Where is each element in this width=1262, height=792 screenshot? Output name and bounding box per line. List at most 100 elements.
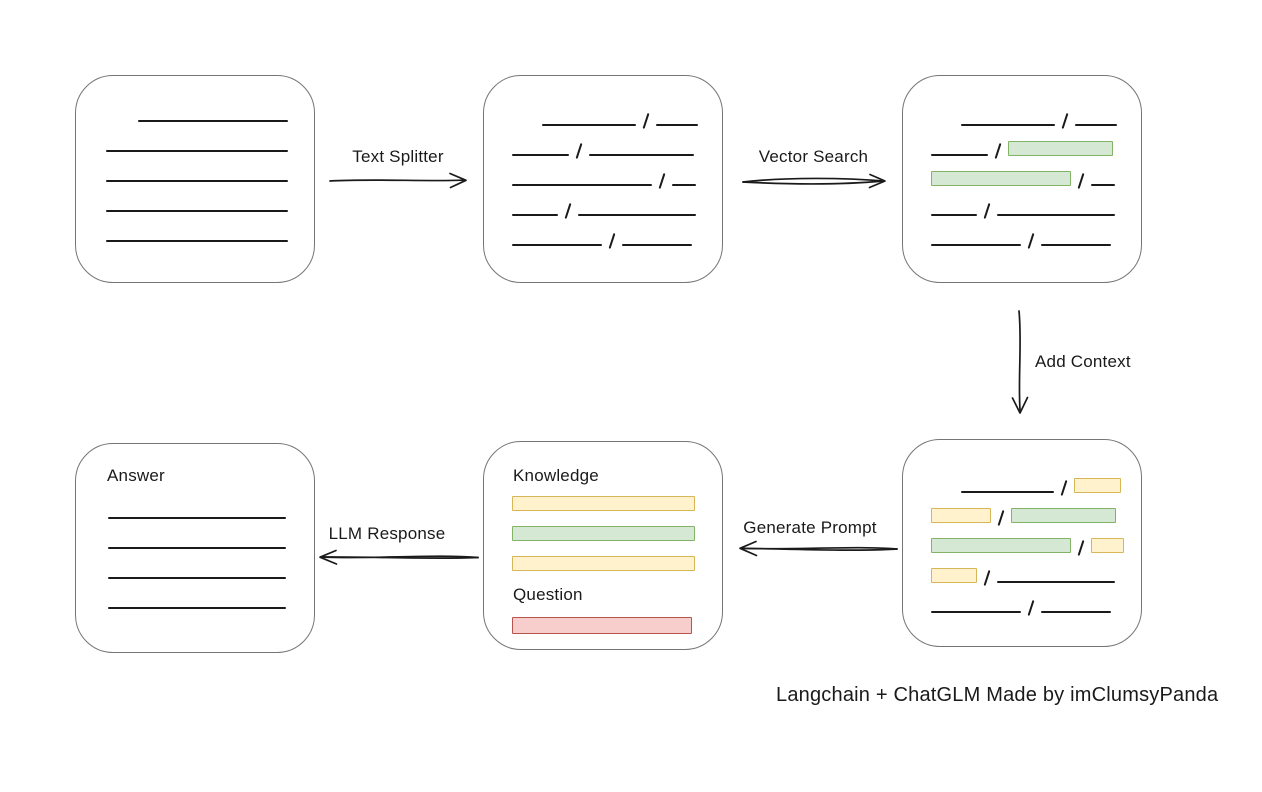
answer-label: Answer <box>107 466 165 485</box>
document-node <box>75 75 315 283</box>
text-line <box>961 124 1055 126</box>
green-highlight-chunk <box>1011 508 1117 523</box>
segment-row <box>512 511 722 541</box>
text-line <box>589 154 695 156</box>
slash-separator <box>1027 233 1035 249</box>
text-line <box>108 547 286 549</box>
llm-response-label: LLM Response <box>328 524 446 543</box>
text-splitter-arrow <box>329 172 467 189</box>
segment-row <box>931 126 1141 159</box>
yellow-highlight-chunk <box>1074 478 1122 493</box>
segment-row <box>108 489 314 519</box>
segment-row <box>512 126 722 159</box>
prompt-node: Knowledge Question <box>483 441 723 650</box>
text-line <box>578 214 697 216</box>
text-line <box>512 154 569 156</box>
text-line <box>138 120 288 122</box>
credit-caption: Langchain + ChatGLM Made by imClumsyPand… <box>776 684 1219 706</box>
vector-search-arrow <box>742 173 886 189</box>
text-line <box>997 214 1116 216</box>
text-line <box>931 611 1021 613</box>
text-splitter-label: Text Splitter <box>352 147 444 166</box>
segment-row <box>512 604 722 634</box>
text-line <box>108 607 286 609</box>
text-line <box>1091 184 1116 186</box>
document-lines <box>106 92 314 242</box>
green-highlight-chunk <box>1008 141 1114 156</box>
add-context-label: Add Context <box>1035 352 1131 371</box>
text-line <box>931 214 977 216</box>
segment-row <box>108 579 314 609</box>
knowledge-bars <box>512 481 722 571</box>
text-line <box>106 180 288 182</box>
context-chunk-lines <box>931 463 1141 616</box>
text-line <box>108 517 286 519</box>
text-line <box>106 240 288 242</box>
segment-row <box>512 541 722 571</box>
knowledge-label: Knowledge <box>513 466 599 485</box>
segment-row <box>108 549 314 579</box>
text-line <box>672 184 697 186</box>
segment-row <box>512 216 722 249</box>
segment-row <box>931 493 1141 526</box>
segment-row <box>512 156 722 189</box>
segment-row <box>106 182 314 212</box>
text-line <box>1041 244 1112 246</box>
text-line <box>997 581 1116 583</box>
slash-separator <box>608 233 616 249</box>
split-chunks-node <box>483 75 723 283</box>
text-line <box>542 124 636 126</box>
generate-prompt-label: Generate Prompt <box>743 518 877 537</box>
slash-separator <box>1027 600 1035 616</box>
segment-row <box>931 523 1141 556</box>
text-line <box>656 124 699 126</box>
segment-row <box>931 553 1141 586</box>
yellow-highlight-chunk <box>1091 538 1125 553</box>
add-context-arrow <box>1011 310 1029 414</box>
question-bar <box>512 604 722 634</box>
context-chunks-node <box>902 439 1142 647</box>
segment-row <box>512 186 722 219</box>
green-highlight-chunk <box>931 538 1071 553</box>
llm-response-arrow <box>319 549 479 565</box>
answer-lines <box>108 489 314 609</box>
segment-row <box>512 96 722 129</box>
text-line <box>961 491 1054 493</box>
question-label: Question <box>513 585 583 604</box>
text-line <box>1075 124 1118 126</box>
red-highlight-chunk <box>512 617 692 634</box>
text-line <box>106 150 288 152</box>
segment-row <box>931 96 1141 129</box>
vector-search-label: Vector Search <box>758 147 869 166</box>
generate-prompt-arrow <box>739 540 898 557</box>
segment-row <box>106 122 314 152</box>
segment-row <box>931 156 1141 189</box>
text-line <box>931 154 988 156</box>
text-line <box>512 184 652 186</box>
matched-chunk-lines <box>931 96 1141 249</box>
text-line <box>622 244 693 246</box>
yellow-highlight-chunk <box>931 568 977 583</box>
segment-row <box>931 216 1141 249</box>
text-line <box>106 210 288 212</box>
segment-row <box>931 463 1141 496</box>
yellow-highlight-chunk <box>931 508 991 523</box>
chunk-lines <box>512 96 722 249</box>
segment-row <box>106 92 314 122</box>
segment-row <box>106 152 314 182</box>
text-line <box>512 214 558 216</box>
green-highlight-chunk <box>512 526 695 541</box>
text-line <box>1041 611 1112 613</box>
segment-row <box>512 481 722 511</box>
yellow-highlight-chunk <box>512 496 695 511</box>
answer-node: Answer <box>75 443 315 653</box>
green-highlight-chunk <box>931 171 1071 186</box>
segment-row <box>108 519 314 549</box>
text-line <box>512 244 602 246</box>
segment-row <box>106 212 314 242</box>
text-line <box>931 244 1021 246</box>
yellow-highlight-chunk <box>512 556 695 571</box>
vector-matched-node <box>902 75 1142 283</box>
segment-row <box>931 186 1141 219</box>
